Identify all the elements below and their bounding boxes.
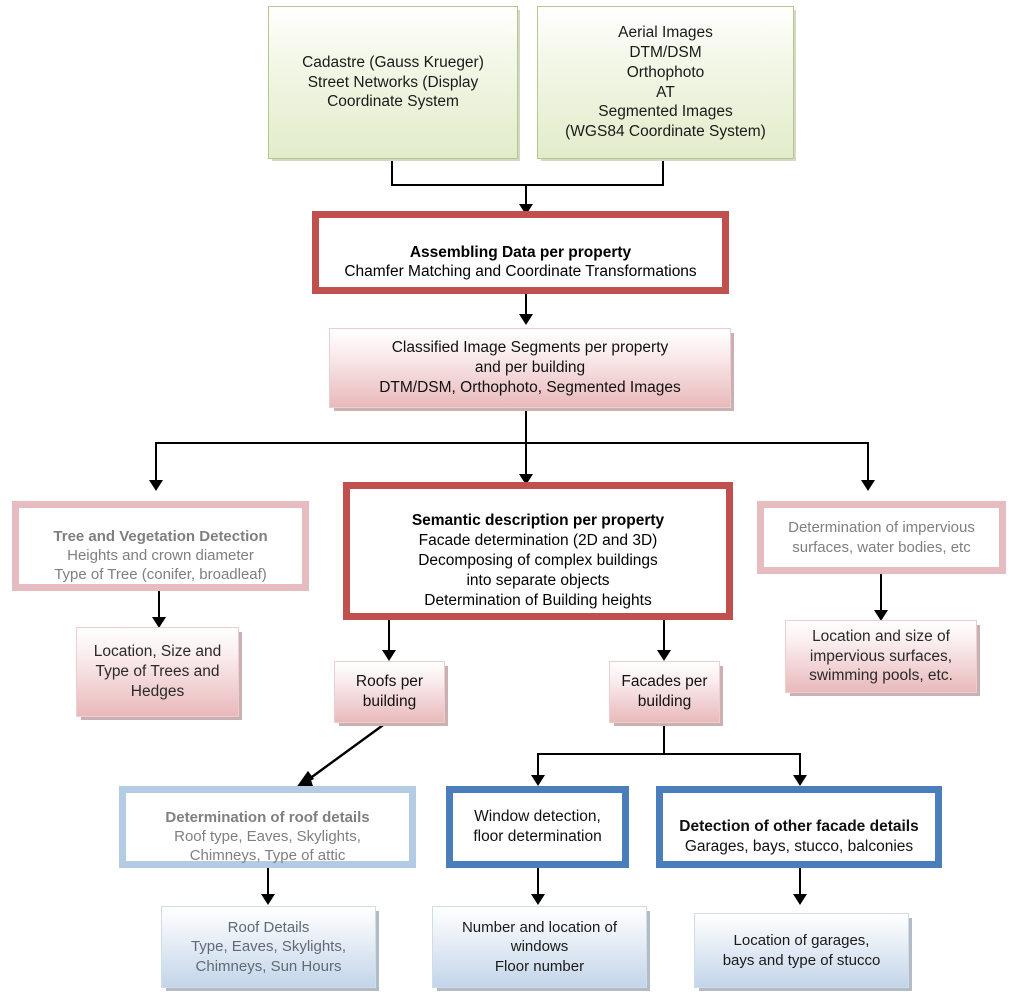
- node-other-facade-detection-body: Garages, bays, stucco, balconies: [684, 837, 914, 855]
- arrowhead-to-roofs: [382, 650, 396, 661]
- node-other-facade-detection-heading: Detection of other facade details: [679, 818, 919, 836]
- node-impervious-detection[interactable]: Determination of impervious surfaces, wa…: [757, 501, 1006, 574]
- connector-three-way-bus: [155, 442, 869, 444]
- connector-merge-stem: [525, 184, 527, 206]
- node-cadastre[interactable]: Cadastre (Gauss Krueger) Street Networks…: [268, 6, 518, 159]
- node-garage-result[interactable]: Location of garages, bays and type of st…: [694, 913, 909, 988]
- node-tree-result[interactable]: Location, Size and Type of Trees and Hed…: [76, 627, 239, 717]
- connector-assembling-to-classified: [525, 294, 527, 316]
- node-roof-details-detection-heading: Determination of roof details: [165, 808, 370, 826]
- node-roof-details-detection-body: Roof type, Eaves, Skylights, Chimneys, T…: [174, 828, 361, 865]
- node-aerial-images-text: Aerial Images DTM/DSM Orthophoto AT Segm…: [565, 24, 766, 141]
- node-facades-per-building[interactable]: Facades per building: [609, 661, 720, 723]
- node-roof-details-result[interactable]: Roof Details Type, Eaves, Skylights, Chi…: [161, 906, 376, 988]
- node-impervious-detection-text: Determination of impervious surfaces, wa…: [788, 519, 975, 556]
- connector-semantic-to-roofs: [388, 620, 390, 652]
- connector-tree-to-result: [158, 591, 160, 619]
- node-cadastre-text: Cadastre (Gauss Krueger) Street Networks…: [302, 53, 484, 111]
- arrowhead-to-semantic: [519, 474, 533, 485]
- node-window-detection-text: Window detection, floor determination: [473, 808, 602, 845]
- arrowhead-to-garage-result: [793, 894, 807, 905]
- connector-facades-right-drop: [799, 753, 801, 777]
- connector-facades-bus: [537, 753, 801, 755]
- connector-semantic-to-facades: [663, 620, 665, 652]
- node-window-detection[interactable]: Window detection, floor determination: [446, 786, 629, 868]
- connector-window-to-result: [537, 868, 539, 896]
- arrowhead-to-classified: [519, 314, 533, 325]
- node-garage-result-text: Location of garages, bays and type of st…: [722, 932, 881, 969]
- arrowhead-to-impervious: [861, 480, 875, 491]
- connector-bus-center-drop: [525, 442, 527, 476]
- arrowhead-to-tree-result: [152, 617, 166, 628]
- node-tree-vegetation-detection-heading: Tree and Vegetation Detection: [53, 527, 268, 545]
- node-window-result-text: Number and location of windows Floor num…: [461, 919, 618, 975]
- node-tree-vegetation-detection-body: Heights and crown diameter Type of Tree …: [54, 547, 267, 584]
- node-assembling-data-heading: Assembling Data per property: [409, 243, 632, 261]
- connector-cadastre-down: [391, 158, 393, 186]
- connector-facades-left-drop: [537, 753, 539, 777]
- arrowhead-to-window-detection: [531, 775, 545, 786]
- connector-roofdetails-to-result: [267, 868, 269, 896]
- node-roofs-per-building[interactable]: Roofs per building: [334, 661, 445, 723]
- connector-facadedetails-to-result: [799, 868, 801, 896]
- connector-aerial-down: [662, 158, 664, 186]
- arrowhead-to-other-facade: [793, 775, 807, 786]
- connector-impervious-to-result: [880, 574, 882, 612]
- node-aerial-images[interactable]: Aerial Images DTM/DSM Orthophoto AT Segm…: [537, 6, 794, 159]
- node-tree-result-text: Location, Size and Type of Trees and Hed…: [93, 643, 222, 700]
- node-classified-segments[interactable]: Classified Image Segments per property a…: [329, 328, 731, 408]
- node-semantic-description-body: Facade determination (2D and 3D) Decompo…: [418, 532, 658, 609]
- node-window-result[interactable]: Number and location of windows Floor num…: [432, 906, 647, 988]
- arrowhead-to-impervious-result: [874, 610, 888, 621]
- arrowhead-to-window-result: [531, 894, 545, 905]
- node-roofs-per-building-text: Roofs per building: [355, 673, 424, 710]
- connector-bus-left-drop: [155, 442, 157, 482]
- node-impervious-result[interactable]: Location and size of impervious surfaces…: [785, 620, 977, 693]
- arrowhead-to-facades: [657, 650, 671, 661]
- connector-bus-right-drop: [867, 442, 869, 482]
- arrowhead-to-roof-result: [261, 894, 275, 905]
- node-facades-per-building-text: Facades per building: [621, 673, 708, 710]
- connector-roofs-to-roof-details: [296, 719, 391, 788]
- arrowhead-to-assembling: [519, 204, 533, 215]
- node-semantic-description-heading: Semantic description per property: [411, 512, 665, 530]
- arrowhead-to-tree-detection: [149, 480, 163, 491]
- connector-facades-down: [663, 723, 665, 755]
- node-classified-segments-text: Classified Image Segments per property a…: [379, 339, 681, 396]
- connector-classified-down: [525, 408, 527, 444]
- node-assembling-data-body: Chamfer Matching and Coordinate Transfor…: [344, 263, 697, 281]
- connector-merge-bar-top: [391, 184, 664, 186]
- node-impervious-result-text: Location and size of impervious surfaces…: [809, 627, 953, 685]
- node-roof-details-result-text: Roof Details Type, Eaves, Skylights, Chi…: [190, 919, 347, 975]
